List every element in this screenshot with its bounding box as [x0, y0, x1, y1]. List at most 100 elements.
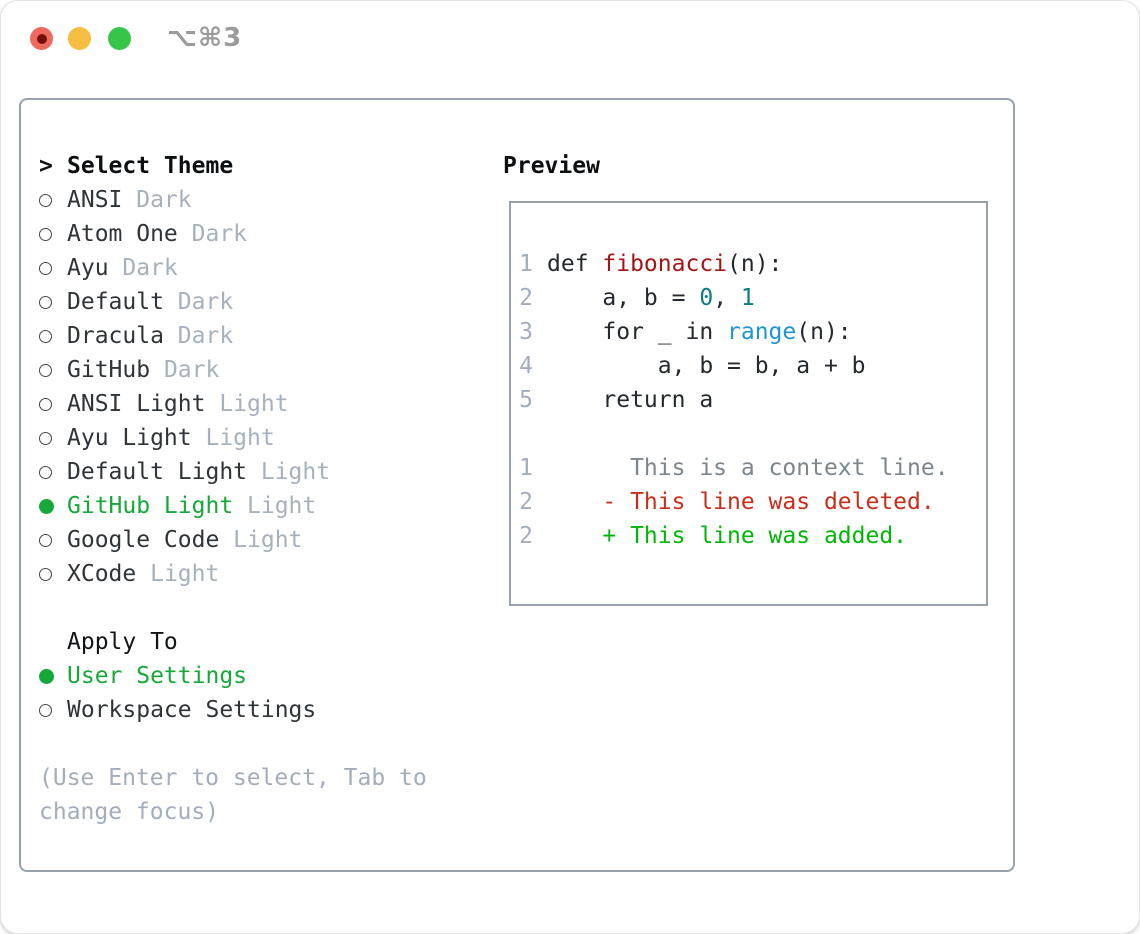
code-line: 1 This is a context line. [519, 451, 978, 485]
theme-option-ansi-light[interactable]: ANSI Light Light [39, 387, 427, 421]
option-label: XCode [67, 561, 137, 587]
radio-icon [39, 533, 67, 547]
keyboard-hint: (Use Enter to select, Tab to change focus… [39, 761, 427, 829]
code-token-plain: (n): [727, 251, 783, 277]
code-token-ctx: This is a context line. [547, 455, 949, 481]
code-token-del: - This line was deleted. [547, 489, 935, 515]
radio-icon [39, 363, 67, 377]
radio-icon [39, 703, 67, 717]
theme-option-ansi[interactable]: ANSI Dark [39, 183, 427, 217]
option-label: ANSI [67, 187, 123, 213]
code-token-call: range [727, 319, 797, 345]
option-label: GitHub Light [67, 493, 234, 519]
radio-icon [39, 363, 52, 377]
theme-option-xcode[interactable]: XCode Light [39, 557, 427, 591]
variant-tag: Dark [177, 289, 234, 315]
window-title: ⌥⌘3 [167, 23, 243, 53]
hint-line: change focus) [39, 799, 220, 825]
code-line: 1 def fibonacci(n): [519, 247, 978, 281]
theme-option-dracula[interactable]: Dracula Dark [39, 319, 427, 353]
option-label: Default [67, 289, 164, 315]
apply-option-workspace-settings[interactable]: Workspace Settings [39, 693, 427, 727]
option-label: Ayu Light [67, 425, 192, 451]
hint-line: (Use Enter to select, Tab to [39, 765, 427, 791]
code-token-plain: def [547, 251, 603, 277]
code-token-plain: , [713, 285, 741, 311]
radio-icon [39, 431, 67, 445]
radio-icon [39, 295, 67, 309]
select-theme-header: > Select Theme [39, 149, 427, 183]
theme-option-google-code[interactable]: Google Code Light [39, 523, 427, 557]
code-line: 5 return a [519, 383, 978, 417]
variant-tag: Dark [122, 255, 178, 281]
radio-icon [39, 465, 52, 479]
option-label: Google Code [67, 527, 220, 553]
apply-option-user-settings[interactable]: User Settings [39, 659, 427, 693]
radio-icon [39, 261, 67, 275]
variant-tag: Light [233, 527, 303, 553]
code-token-plain: (n): [796, 319, 852, 345]
code-token-plain: for _ in [547, 319, 728, 345]
option-label: Atom One [67, 221, 178, 247]
variant-tag: Light [219, 391, 289, 417]
apply-to-header: Apply To [39, 625, 427, 659]
maximize-button[interactable] [108, 27, 131, 50]
focus-caret-icon: > [39, 153, 53, 179]
radio-icon [39, 533, 52, 547]
theme-option-ayu-light[interactable]: Ayu Light Light [39, 421, 427, 455]
spacer [39, 727, 427, 761]
radio-selected-icon [39, 668, 54, 684]
theme-option-github-light[interactable]: GitHub Light Light [39, 489, 427, 523]
radio-selected-icon [39, 668, 67, 684]
minimize-button[interactable] [68, 27, 91, 50]
variant-tag: Dark [163, 357, 220, 383]
line-number: 2 [519, 285, 533, 311]
variant-tag: Dark [177, 323, 234, 349]
radio-icon [39, 567, 52, 581]
theme-option-default[interactable]: Default Dark [39, 285, 427, 319]
radio-icon [39, 397, 52, 411]
line-number: 3 [519, 319, 533, 345]
option-label: Dracula [67, 323, 164, 349]
code-line [519, 417, 978, 451]
close-button[interactable] [30, 27, 53, 50]
radio-icon [39, 703, 52, 717]
radio-icon [39, 261, 52, 275]
variant-tag: Light [260, 459, 331, 485]
option-label: GitHub [67, 357, 151, 383]
line-number: 2 [519, 489, 533, 515]
radio-selected-icon [39, 498, 54, 514]
line-number: 4 [519, 353, 533, 379]
line-number: 5 [519, 387, 533, 413]
code-token-fn: fibonacci [602, 251, 728, 277]
code-line: 3 for _ in range(n): [519, 315, 978, 349]
code-token-num: 0 [699, 285, 714, 311]
radio-selected-icon [39, 498, 67, 514]
code-line: 4 a, b = b, a + b [519, 349, 978, 383]
variant-tag: Light [205, 425, 275, 451]
variant-tag: Dark [136, 187, 192, 213]
radio-icon [39, 397, 67, 411]
variant-tag: Light [247, 493, 317, 519]
variant-tag: Dark [191, 221, 248, 247]
code-token-plain: a, b = b, a + b [547, 353, 866, 379]
line-number: 1 [519, 251, 533, 277]
variant-tag: Light [150, 561, 220, 587]
theme-option-atom-one[interactable]: Atom One Dark [39, 217, 427, 251]
radio-icon [39, 567, 67, 581]
line-number: 1 [519, 455, 533, 481]
option-label: ANSI Light [67, 391, 206, 417]
code-line: 2 a, b = 0, 1 [519, 281, 978, 315]
radio-icon [39, 193, 52, 207]
code-line: 2 - This line was deleted. [519, 485, 978, 519]
radio-icon [39, 193, 67, 207]
theme-option-github[interactable]: GitHub Dark [39, 353, 427, 387]
